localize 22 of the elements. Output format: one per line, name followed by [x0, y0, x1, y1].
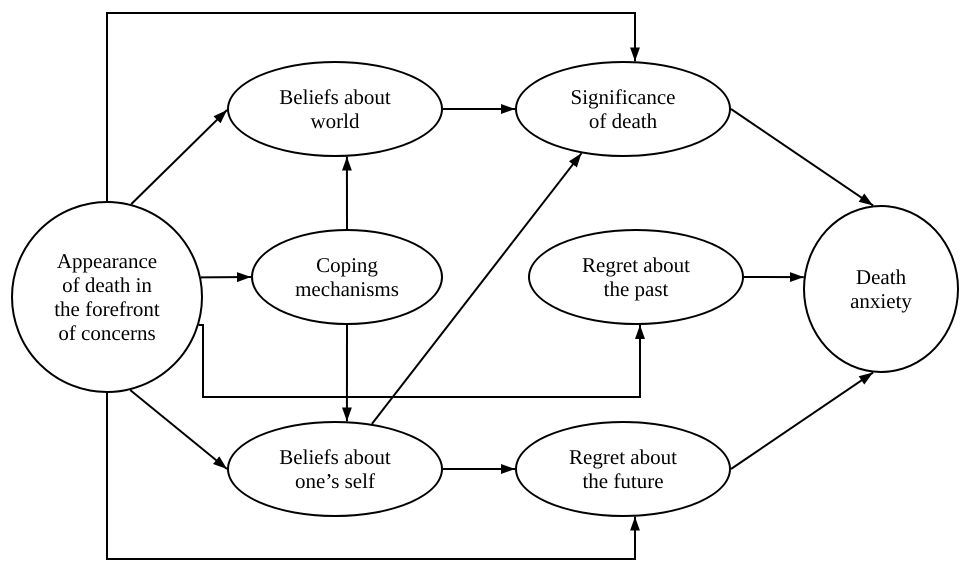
arrow: [130, 109, 228, 205]
node-label: Death anxiety: [849, 265, 913, 313]
arrow: [342, 156, 352, 229]
node-label: Appearance of death in the forefront of concerns: [53, 249, 161, 345]
arrow: [744, 272, 804, 282]
arrow: [130, 389, 228, 470]
node-label: Coping mechanisms: [294, 253, 400, 301]
arrow: [730, 108, 874, 206]
node-label: Regret about the past: [581, 253, 691, 301]
node-label: Beliefs about world: [278, 85, 392, 133]
arrow: [198, 324, 645, 398]
arrow: [443, 464, 515, 474]
arrow: [371, 152, 582, 424]
arrow: [106, 393, 640, 560]
arrow: [106, 12, 640, 201]
arrow: [443, 104, 515, 114]
node-label: Significance of death: [570, 85, 676, 133]
arrow: [730, 372, 874, 470]
arrow: [200, 272, 251, 282]
node-label: Beliefs about one’s self: [278, 445, 392, 493]
arrow: [342, 325, 352, 422]
node-label: Regret about the future: [568, 445, 678, 493]
